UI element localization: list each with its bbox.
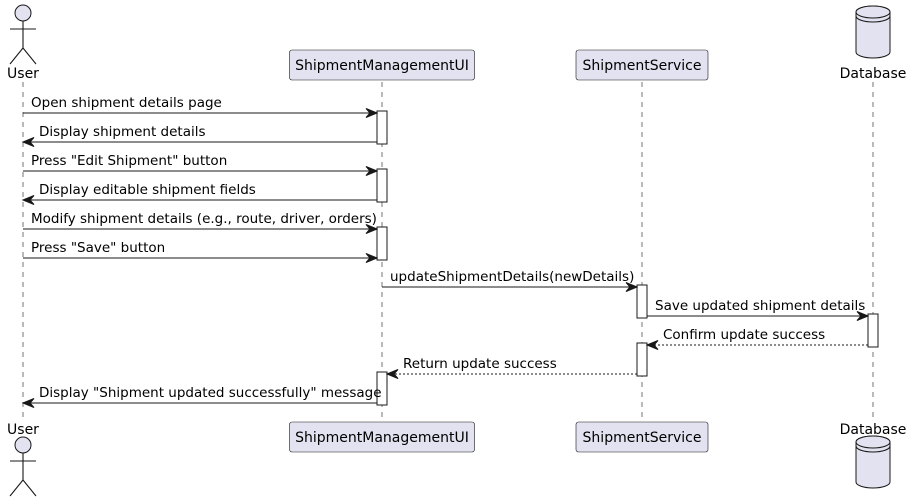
participant-box bbox=[289, 49, 475, 81]
message: Save updated shipment details bbox=[647, 298, 870, 321]
message-label: Press "Save" button bbox=[31, 240, 165, 256]
message-label: Display "Shipment updated successfully" … bbox=[39, 385, 382, 401]
arrowhead bbox=[365, 253, 379, 263]
message-label: Display editable shipment fields bbox=[39, 182, 256, 198]
actor-user-top: User bbox=[7, 4, 39, 82]
participant-ui-top: ShipmentManagementUI bbox=[289, 49, 475, 81]
activation-bar-ui bbox=[376, 226, 388, 261]
database-db-top: Database bbox=[840, 5, 907, 82]
activation-bar-svc bbox=[636, 284, 648, 319]
arrowhead bbox=[21, 137, 35, 147]
arrowhead bbox=[365, 108, 379, 118]
message: Press "Save" button bbox=[23, 240, 379, 263]
message-label: Return update success bbox=[403, 356, 557, 372]
arrowhead bbox=[365, 224, 379, 234]
participant-box bbox=[575, 49, 709, 81]
message: Return update success bbox=[385, 356, 637, 379]
message-label: Modify shipment details (e.g., route, dr… bbox=[31, 211, 377, 227]
activation-bar-svc bbox=[636, 342, 648, 377]
participant-label: Database bbox=[840, 422, 907, 438]
activation-bar-ui bbox=[376, 371, 388, 406]
message-label: Press "Edit Shipment" button bbox=[31, 153, 227, 169]
actor-user-bottom: User bbox=[7, 422, 39, 497]
message-label: Confirm update success bbox=[663, 327, 825, 343]
activation-bar-ui bbox=[376, 168, 388, 203]
activation-bar-db bbox=[867, 313, 879, 348]
message: updateShipmentDetails(newDetails) bbox=[382, 269, 639, 292]
arrowhead bbox=[21, 398, 35, 408]
message: Modify shipment details (e.g., route, dr… bbox=[23, 211, 379, 234]
message-label: Save updated shipment details bbox=[655, 298, 865, 314]
participant-label: ShipmentService bbox=[583, 58, 702, 74]
arrowhead bbox=[856, 311, 870, 321]
arrowhead bbox=[645, 340, 659, 350]
participant-label: Database bbox=[840, 66, 907, 82]
arrowhead bbox=[625, 282, 639, 292]
message: Confirm update success bbox=[645, 327, 868, 350]
message-label: Display shipment details bbox=[39, 124, 206, 140]
participant-box bbox=[289, 421, 475, 453]
arrowhead bbox=[21, 195, 35, 205]
participant-svc-bottom: ShipmentService bbox=[575, 421, 709, 453]
participant-label: ShipmentManagementUI bbox=[295, 430, 469, 446]
arrowhead bbox=[385, 369, 399, 379]
arrowhead bbox=[365, 166, 379, 176]
message: Display shipment details bbox=[21, 124, 377, 147]
participant-label: ShipmentManagementUI bbox=[295, 58, 469, 74]
participant-label: User bbox=[7, 422, 39, 438]
actor-icon bbox=[14, 4, 32, 22]
message: Open shipment details page bbox=[23, 95, 379, 118]
participants: UserUserShipmentManagementUIShipmentMana… bbox=[7, 4, 907, 497]
participant-label: User bbox=[7, 66, 39, 82]
participant-box bbox=[575, 421, 709, 453]
message: Press "Edit Shipment" button bbox=[23, 153, 379, 176]
participant-ui-bottom: ShipmentManagementUI bbox=[289, 421, 475, 453]
participant-svc-top: ShipmentService bbox=[575, 49, 709, 81]
activation-bars bbox=[376, 110, 879, 406]
message: Display editable shipment fields bbox=[21, 182, 377, 205]
actor-icon bbox=[14, 436, 32, 454]
participant-label: ShipmentService bbox=[583, 430, 702, 446]
message-label: Open shipment details page bbox=[31, 95, 222, 111]
message-label: updateShipmentDetails(newDetails) bbox=[390, 269, 634, 285]
database-db-bottom: Database bbox=[840, 422, 907, 489]
activation-bar-ui bbox=[376, 110, 388, 145]
message: Display "Shipment updated successfully" … bbox=[21, 385, 382, 408]
